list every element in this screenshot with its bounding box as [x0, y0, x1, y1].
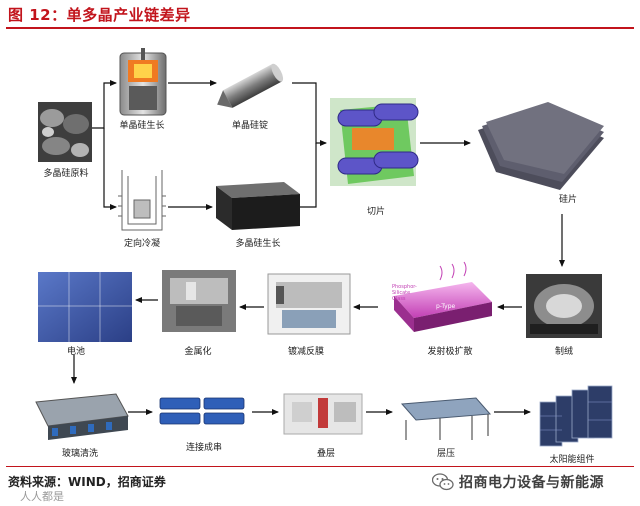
connectors — [71, 80, 565, 415]
ar-coating-image — [267, 273, 351, 335]
label-diffusion: 发射极扩散 — [427, 347, 473, 357]
footer-rule — [6, 466, 634, 467]
label-layup: 叠层 — [316, 449, 336, 459]
label-multi-growth: 多晶硅生长 — [235, 239, 281, 249]
multi-ingot-image — [216, 182, 300, 230]
label-ar-coating: 镀减反膜 — [287, 347, 325, 357]
label-directional: 定向冷凝 — [123, 239, 161, 249]
title-rule — [6, 27, 634, 29]
arrow-raw-to-multi — [103, 128, 117, 210]
texturing-image — [526, 274, 602, 338]
watermark-right: 招商电力设备与新能源 — [432, 472, 604, 492]
watermark-left: 人人都是 — [20, 490, 64, 503]
glass-clean-image — [35, 393, 129, 440]
label-mono-ingot: 单晶硅锭 — [231, 121, 269, 131]
diffusion-image — [394, 261, 492, 332]
mono-growth-image — [119, 48, 167, 116]
source-note: 资料来源：WIND，招商证券 — [8, 475, 166, 489]
label-module: 太阳能组件 — [549, 455, 595, 465]
industry-chain-diagram — [35, 48, 613, 447]
layup-image — [283, 393, 363, 435]
lamination-image — [400, 397, 492, 440]
mono-ingot-image — [217, 63, 284, 108]
arrow-raw-to-mono — [92, 80, 117, 129]
label-mono-growth: 单晶硅生长 — [119, 121, 165, 131]
label-wafer: 硅片 — [558, 195, 578, 205]
label-glass-clean: 玻璃清洗 — [61, 449, 99, 459]
arrow-multi-to-slice — [300, 143, 317, 208]
wafer-image — [478, 102, 604, 190]
wechat-icon — [432, 473, 454, 491]
figure-title: 图 12：单多晶产业链差异 — [8, 6, 191, 24]
poly-raw-image — [38, 102, 92, 162]
label-metallization: 金属化 — [184, 347, 212, 357]
label-cell: 电池 — [66, 347, 86, 357]
slicing-image — [330, 98, 419, 186]
stringing-image — [159, 397, 245, 425]
diffusion-ptype-text: p-Type — [436, 303, 456, 310]
module-image — [539, 385, 613, 447]
arrow-ingot-to-slice — [292, 82, 327, 146]
label-lamination: 层压 — [436, 449, 456, 459]
label-poly-raw: 多晶硅原料 — [43, 169, 89, 179]
diffusion-psg-text: Phosphor-Silicate Glass — [392, 284, 417, 302]
watermark-text: 招商电力设备与新能源 — [459, 475, 604, 491]
directional-image — [118, 170, 166, 231]
metallization-image — [162, 270, 236, 332]
cell-image — [38, 272, 132, 342]
label-texturing: 制绒 — [554, 347, 574, 357]
label-slicing: 切片 — [366, 207, 386, 217]
label-stringing: 连接成串 — [185, 443, 223, 453]
